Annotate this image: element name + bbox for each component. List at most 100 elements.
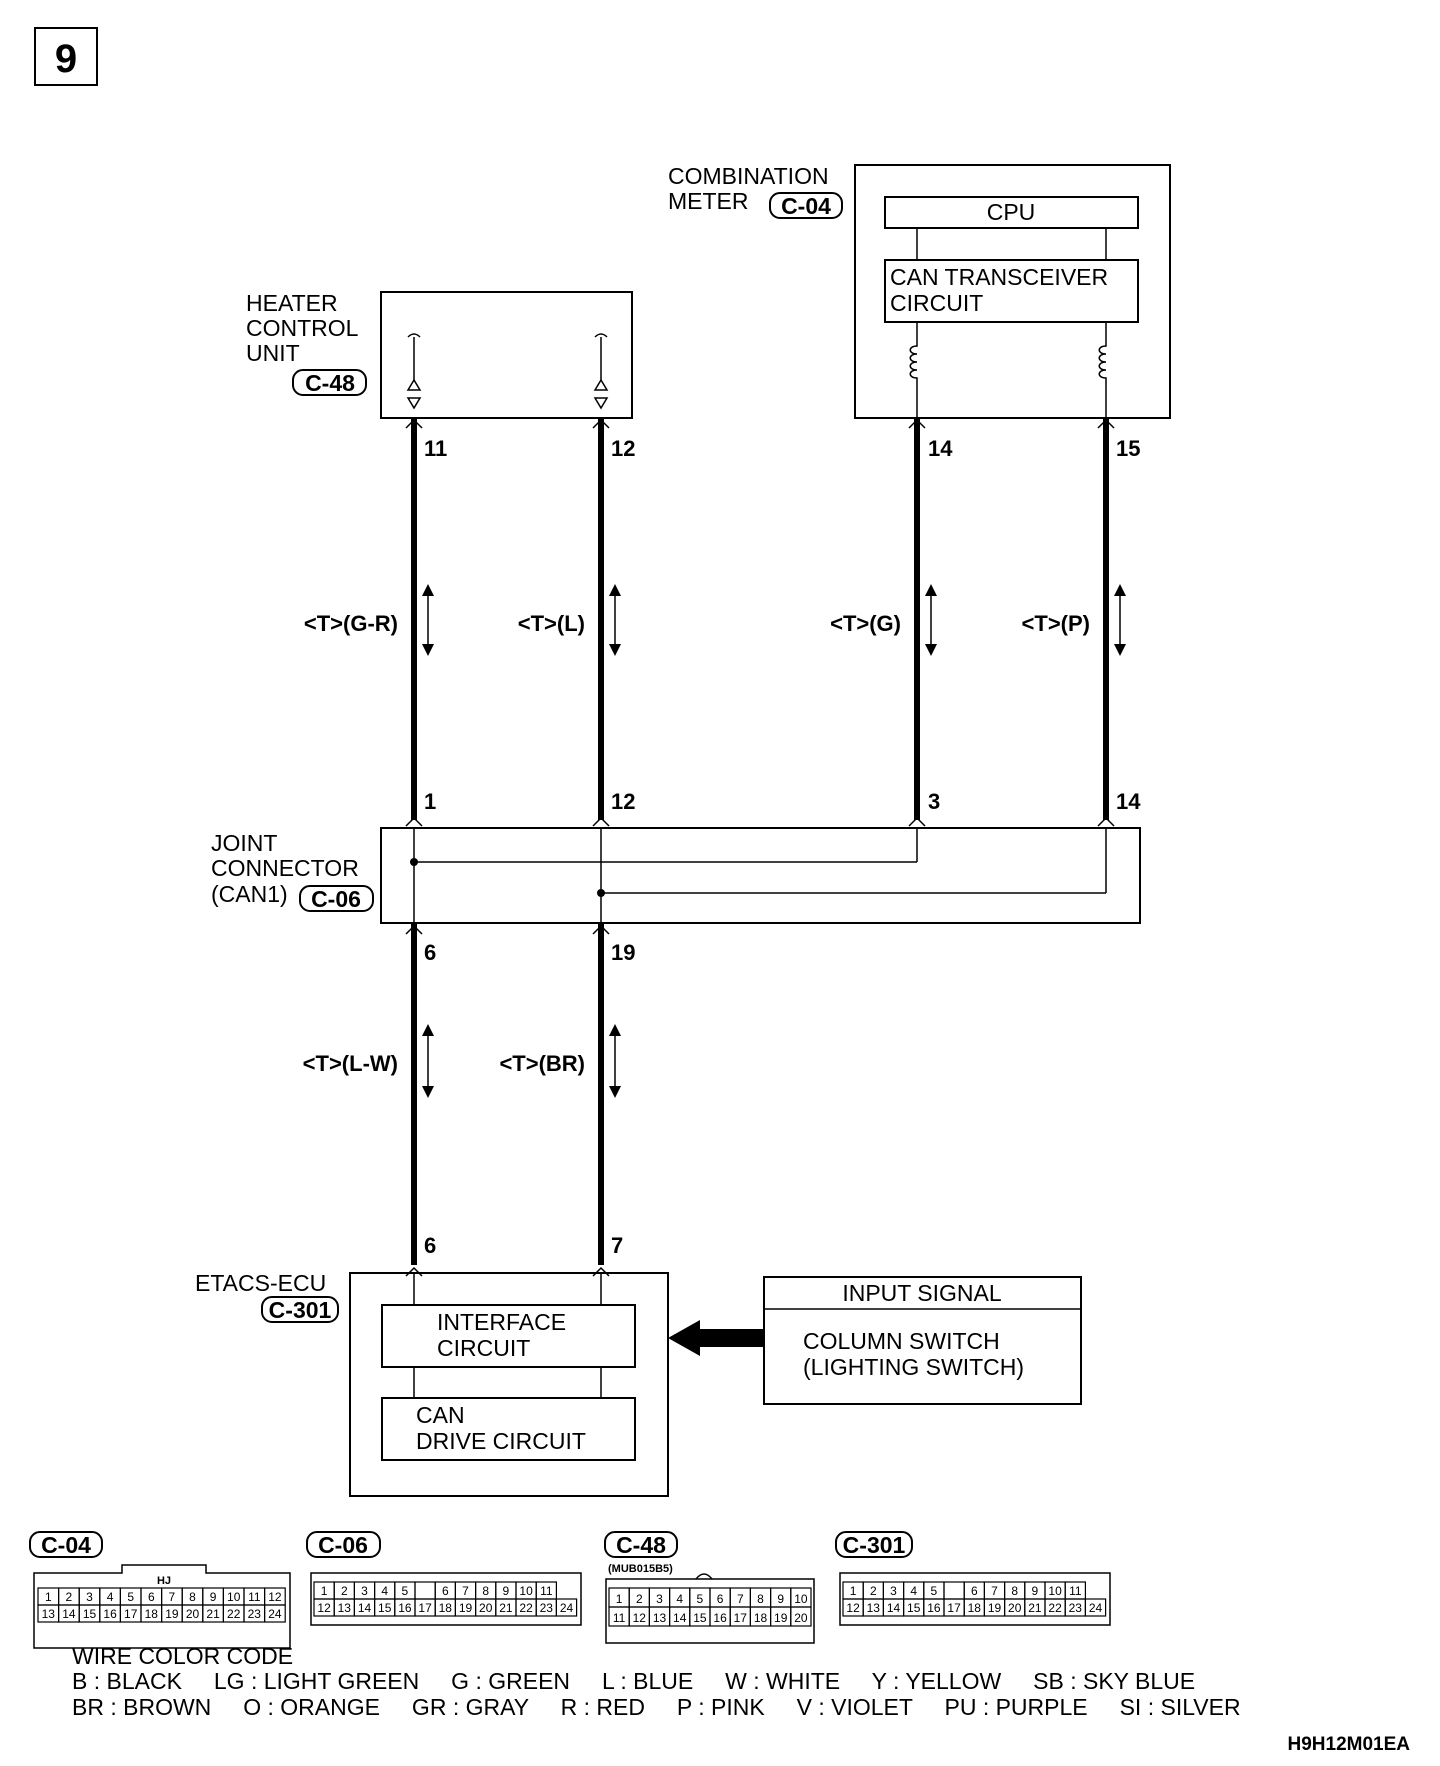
connector-pin-cell: 9 bbox=[769, 1587, 792, 1608]
connector-pin-cell: 4 bbox=[668, 1587, 691, 1608]
connector-pin-cell: 4 bbox=[374, 1581, 396, 1600]
connector-tag-c48 bbox=[292, 369, 367, 396]
connector-pin-number: 12 bbox=[633, 1611, 647, 1625]
input-arrow-icon bbox=[668, 1320, 764, 1356]
pin-jc-6: 6 bbox=[424, 940, 436, 965]
jc-label-3: (CAN1) bbox=[211, 881, 288, 907]
connector-pin-cell: 7 bbox=[729, 1587, 752, 1608]
connector-pin-cell: 23 bbox=[535, 1598, 558, 1617]
connector-pin-number: 17 bbox=[418, 1601, 432, 1615]
connector-pin-cell: 19 bbox=[454, 1598, 477, 1617]
jc-label-2: CONNECTOR bbox=[211, 855, 359, 881]
connector-pin-number: 5 bbox=[127, 1590, 134, 1604]
connector-panel-tag-c301-text: C-301 bbox=[843, 1532, 906, 1558]
connector-pin-cell: 5 bbox=[923, 1581, 945, 1600]
combination-meter-label-2: METER bbox=[668, 188, 749, 214]
connector-pin-cell bbox=[414, 1581, 436, 1600]
wire-label-l-w: <T>(L-W) bbox=[303, 1051, 398, 1076]
connector-pin-cell: 13 bbox=[648, 1606, 671, 1627]
connector-pin-number: 11 bbox=[1069, 1584, 1082, 1598]
pin-meter-14: 14 bbox=[928, 436, 953, 461]
connector-panel-tag-c04 bbox=[29, 1531, 103, 1558]
splice-dot bbox=[597, 889, 605, 897]
connector-pin-cell: 16 bbox=[394, 1598, 416, 1617]
lower-wires bbox=[405, 923, 610, 1277]
connector-pin-number: 15 bbox=[693, 1611, 707, 1625]
connector-pin-cell: 10 bbox=[222, 1587, 245, 1606]
connector-pin-cell: 21 bbox=[1024, 1598, 1046, 1617]
connector-pin-cell: 14 bbox=[353, 1598, 376, 1617]
jc-label-1: JOINT bbox=[211, 830, 277, 856]
etacs-ecu-label: ETACS-ECU bbox=[195, 1270, 326, 1296]
joint-connector: JOINT CONNECTOR (CAN1) C-06 bbox=[211, 827, 1141, 924]
connector-pin-number: 4 bbox=[107, 1590, 114, 1604]
connector-pin-cell: 13 bbox=[37, 1604, 60, 1623]
connector-pin-number: 5 bbox=[931, 1584, 938, 1598]
coil-icon-left bbox=[909, 322, 918, 395]
connector-pin-number: 19 bbox=[165, 1607, 179, 1621]
interface-circuit-box bbox=[381, 1304, 636, 1368]
bidirectional-arrow-icons-lower bbox=[422, 1024, 621, 1098]
connector-pin-cell: 14 bbox=[57, 1604, 80, 1623]
connector-pin-number: 6 bbox=[442, 1584, 449, 1598]
connector-pin-number: 20 bbox=[479, 1601, 493, 1615]
connector-pin-number: 9 bbox=[777, 1592, 784, 1606]
pin-jc-3: 3 bbox=[928, 789, 940, 814]
connector-pin-cell: 14 bbox=[668, 1606, 691, 1627]
connector-panel-tag-c48 bbox=[604, 1531, 678, 1558]
etacs-ecu-box bbox=[349, 1272, 669, 1497]
connector-pin-cell: 8 bbox=[749, 1587, 772, 1608]
connector-pin-number: 8 bbox=[482, 1584, 489, 1598]
connector-panel-tag-c04-text: C-04 bbox=[41, 1532, 91, 1558]
connector-pin-number: 24 bbox=[560, 1601, 574, 1615]
connector-pin-number: 12 bbox=[846, 1601, 860, 1615]
connector-pin-cell: 15 bbox=[689, 1606, 711, 1627]
hcu-box bbox=[380, 291, 633, 419]
connector-pin-number: 5 bbox=[402, 1584, 409, 1598]
connector-pin-number: 4 bbox=[910, 1584, 917, 1598]
connector-pin-number: 21 bbox=[1028, 1601, 1042, 1615]
connector-pin-number: 1 bbox=[45, 1590, 52, 1604]
connector-pin-cell: 15 bbox=[78, 1604, 101, 1623]
connector-tag-c48-text: C-48 bbox=[305, 370, 355, 396]
connector-pin-number: 17 bbox=[947, 1601, 961, 1615]
page-number-box: 9 bbox=[34, 27, 98, 86]
connector-pin-number: 13 bbox=[338, 1601, 352, 1615]
connector-pin-number: 9 bbox=[503, 1584, 510, 1598]
connector-pin-number: 12 bbox=[268, 1590, 282, 1604]
connector-pin-cell: 24 bbox=[264, 1604, 286, 1623]
connector-pin-number: 22 bbox=[1048, 1601, 1062, 1615]
connector-pin-cell: 8 bbox=[1003, 1581, 1026, 1600]
connector-pin-number: 19 bbox=[774, 1611, 788, 1625]
connector-pin-number: 11 bbox=[540, 1584, 553, 1598]
heater-control-unit: HEATER CONTROL UNIT C-48 bbox=[246, 290, 633, 419]
connector-pin-number: 24 bbox=[1089, 1601, 1103, 1615]
input-signal-line-1: COLUMN SWITCH bbox=[803, 1328, 1000, 1354]
connector-pin-cell: 4 bbox=[99, 1587, 122, 1606]
connector-pin-number: 1 bbox=[850, 1584, 857, 1598]
connector-pin-number: 3 bbox=[361, 1584, 368, 1598]
coil-icon-right bbox=[1098, 322, 1107, 395]
connector-pin-number: 19 bbox=[459, 1601, 473, 1615]
connector-pin-number: 7 bbox=[169, 1590, 176, 1604]
connector-pin-cell: 8 bbox=[181, 1587, 204, 1606]
connector-pin-number: 16 bbox=[713, 1611, 727, 1625]
connector-pin-number: 15 bbox=[83, 1607, 97, 1621]
input-signal-line-2: (LIGHTING SWITCH) bbox=[803, 1354, 1024, 1380]
connector-tag-c301 bbox=[261, 1296, 339, 1323]
jc-box bbox=[380, 827, 1141, 924]
connector-pin-number: 18 bbox=[145, 1607, 159, 1621]
connector-pin-number: 1 bbox=[321, 1584, 328, 1598]
connector-pin-number: 20 bbox=[794, 1611, 808, 1625]
connector-pin-cell: 3 bbox=[78, 1587, 101, 1606]
connector-pin-number: 8 bbox=[757, 1592, 764, 1606]
connector-pin-cell: 11 bbox=[535, 1581, 558, 1600]
connector-pin-number: 10 bbox=[227, 1590, 241, 1604]
connector-pin-cell: 3 bbox=[882, 1581, 905, 1600]
connector-pin-number: 24 bbox=[268, 1607, 282, 1621]
connector-pin-cell: 8 bbox=[475, 1581, 497, 1600]
connector-panel-tag-c48-text: C-48 bbox=[616, 1532, 666, 1558]
connector-pin-cell: 16 bbox=[99, 1604, 122, 1623]
